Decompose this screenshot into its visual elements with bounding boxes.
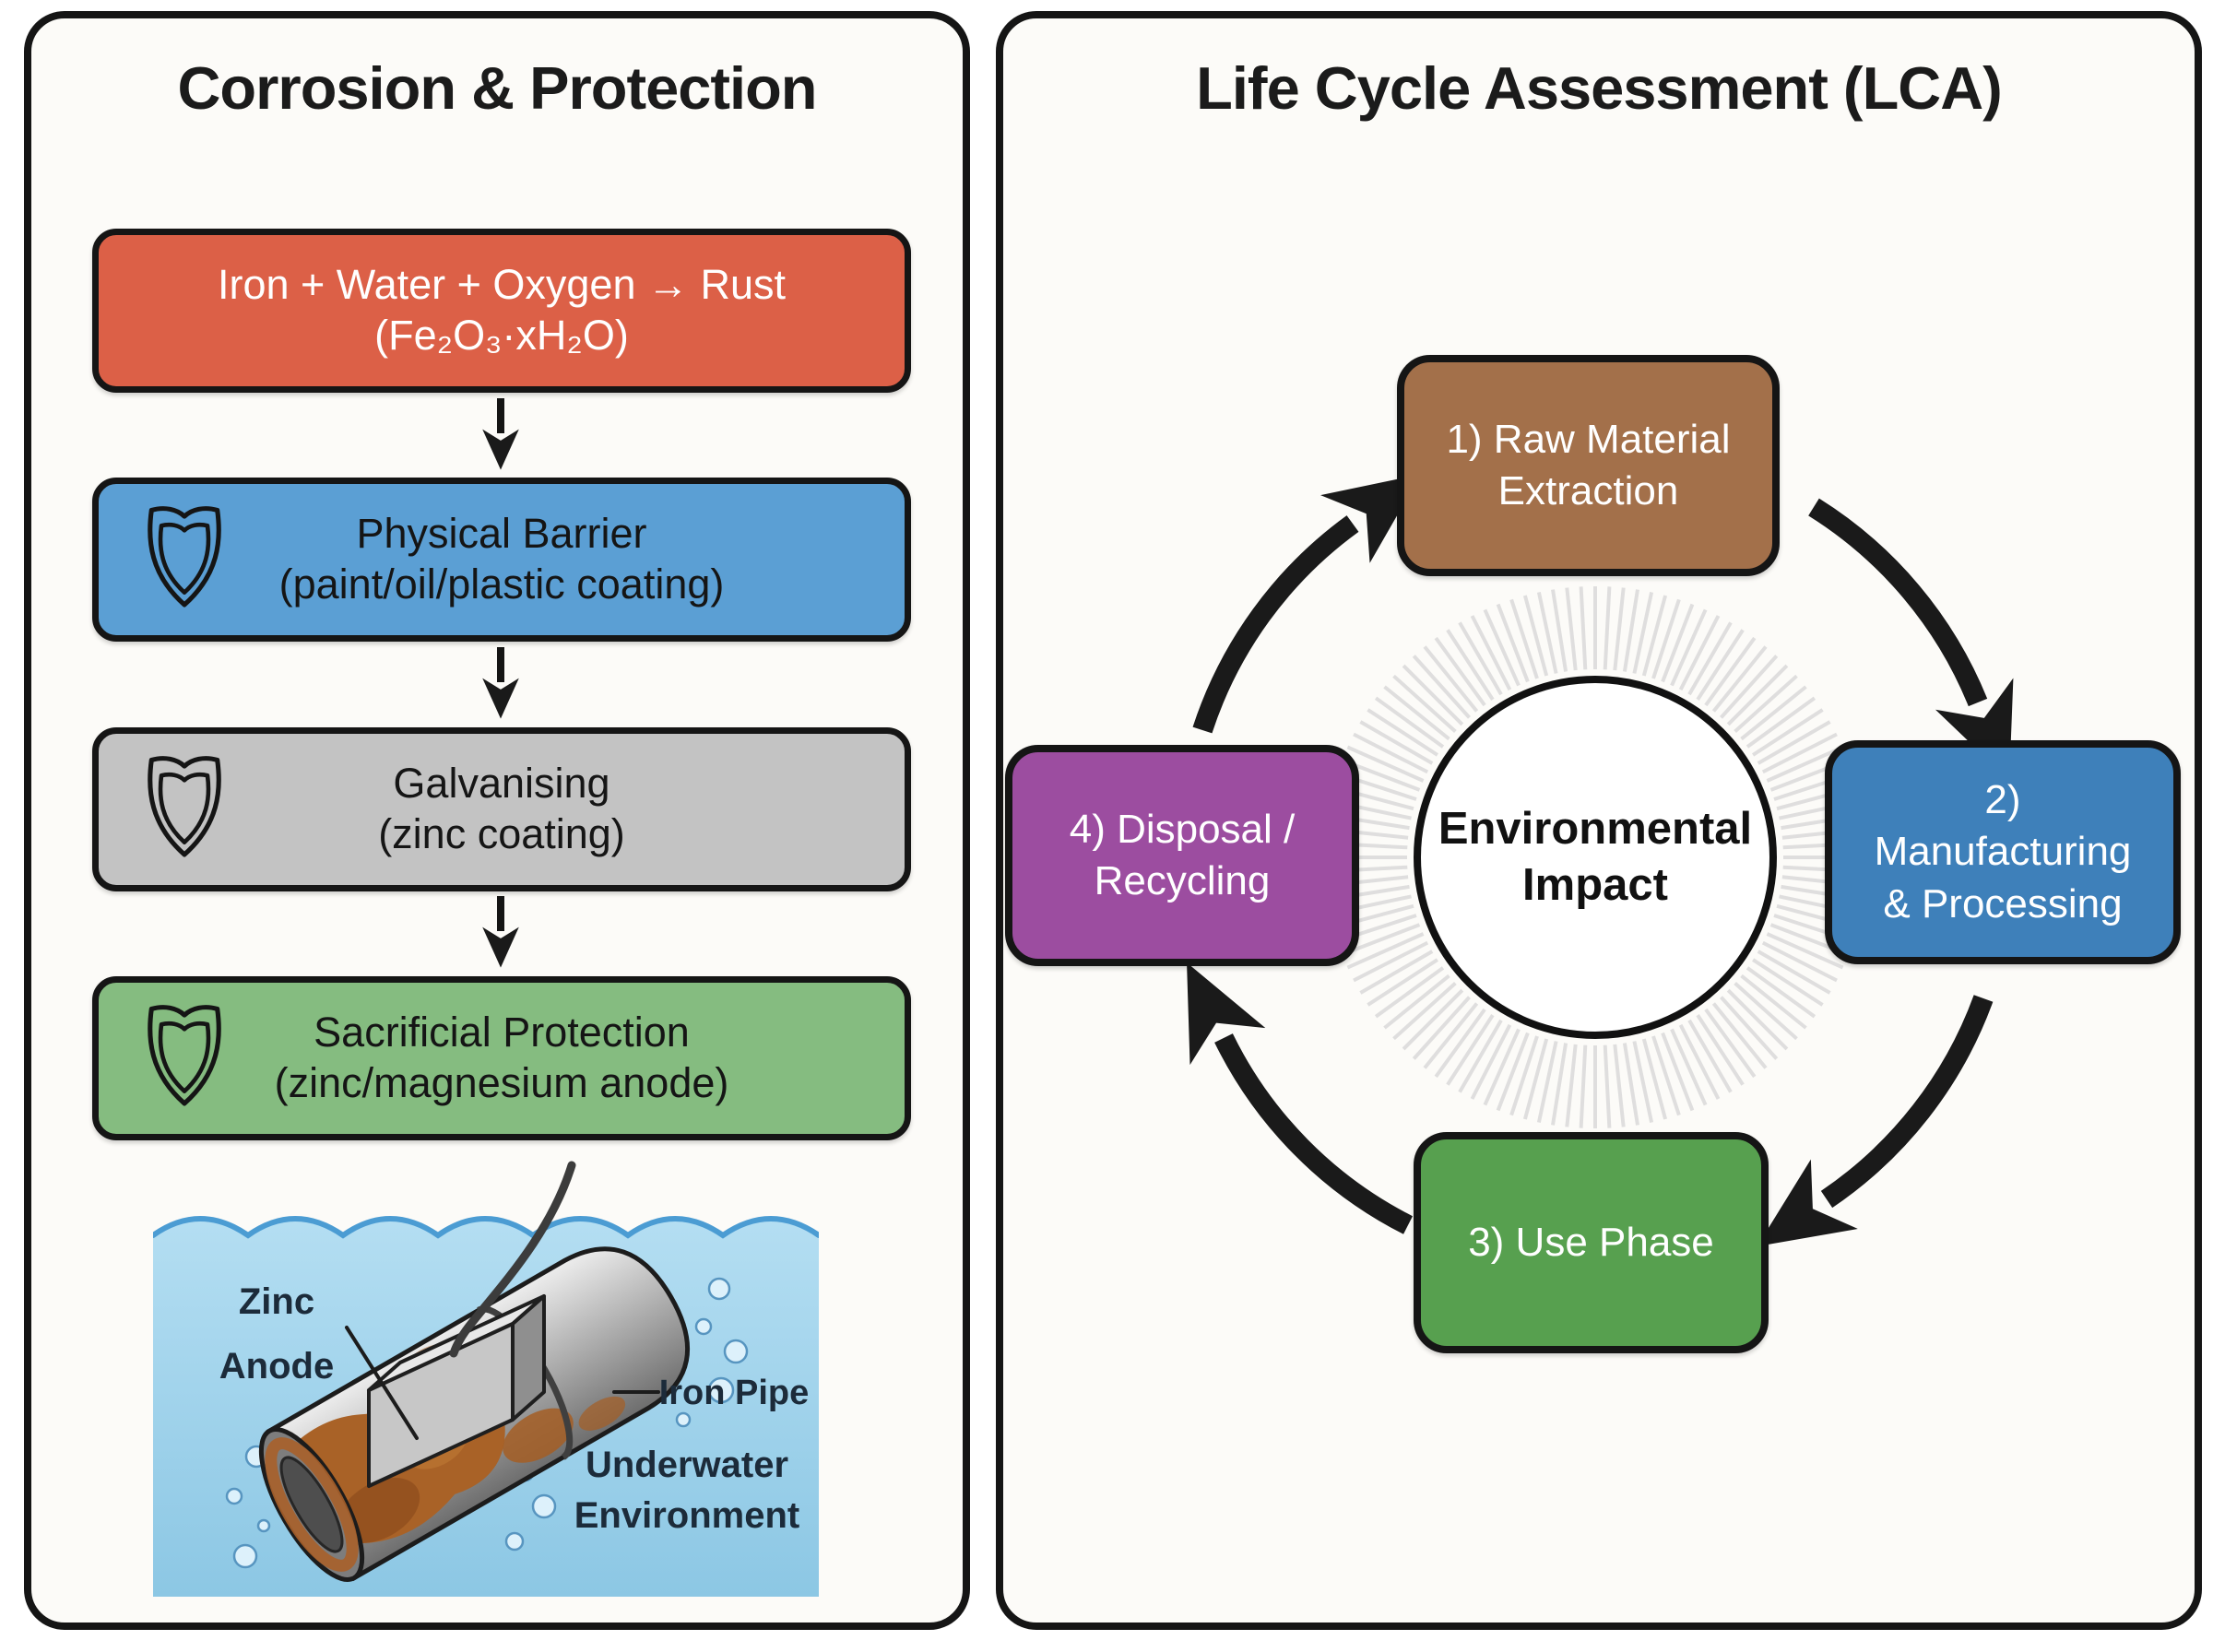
stage-box-disposal-recycling: 4) Disposal / Recycling	[1005, 745, 1359, 966]
flow-box-physical-barrier: Physical Barrier (paint/oil/plastic coat…	[92, 478, 911, 642]
stage-box-raw-material-extraction: 1) Raw Material Extraction	[1397, 355, 1780, 576]
flow-box-galvanising: Galvanising (zinc coating)	[92, 727, 911, 891]
stage-2-label: 2) Manufacturing & Processing	[1874, 777, 2132, 926]
stage-box-manufacturing-processing: 2) Manufacturing & Processing	[1825, 740, 2181, 964]
flow-box-galvanising-text: Galvanising (zinc coating)	[378, 760, 625, 857]
underwater-label-line1: Underwater	[586, 1445, 788, 1485]
flow-box-sacrificial: Sacrificial Protection (zinc/magnesium a…	[92, 976, 911, 1140]
stage-3-label: 3) Use Phase	[1468, 1219, 1714, 1265]
iron-pipe-label: Iron Pipe	[659, 1374, 810, 1412]
environmental-impact-circle: Environmental Impact	[1414, 676, 1777, 1039]
bubbles	[225, 1277, 749, 1569]
stage-1-label: 1) Raw Material Extraction	[1446, 416, 1731, 513]
zinc-anode-label-line2: Anode	[219, 1346, 334, 1386]
corrosion-title: Corrosion & Protection	[177, 54, 817, 122]
environmental-impact-label: Environmental Impact	[1438, 803, 1753, 910]
stage-box-use-phase: 3) Use Phase	[1414, 1132, 1769, 1353]
label-pointer-lines	[345, 1326, 660, 1440]
underwater-illustration: Zinc Anode Iron Pipe Underwater Environm…	[153, 1161, 819, 1597]
shield-icon	[148, 1005, 221, 1106]
flow-box-rust-text: Iron + Water + Oxygen → Rust (Fe₂O₃·xH₂O…	[217, 261, 787, 359]
illustration-labels: Zinc Anode Iron Pipe Underwater Environm…	[219, 1281, 810, 1536]
anode-wire	[449, 1161, 576, 1358]
flow-box-sacrificial-text: Sacrificial Protection (zinc/magnesium a…	[274, 1009, 729, 1106]
flow-box-physical-text: Physical Barrier (paint/oil/plastic coat…	[278, 510, 725, 608]
wave-crest	[153, 1216, 819, 1239]
zinc-anode-label-line1: Zinc	[239, 1281, 314, 1322]
flow-box-rust-equation: Iron + Water + Oxygen → Rust (Fe₂O₃·xH₂O…	[92, 229, 911, 393]
lca-title: Life Cycle Assessment (LCA)	[1196, 54, 2003, 122]
underwater-label-line2: Environment	[574, 1495, 799, 1536]
stage-4-label: 4) Disposal / Recycling	[1069, 806, 1296, 903]
shield-icon	[148, 756, 221, 857]
shield-icon	[148, 506, 221, 608]
